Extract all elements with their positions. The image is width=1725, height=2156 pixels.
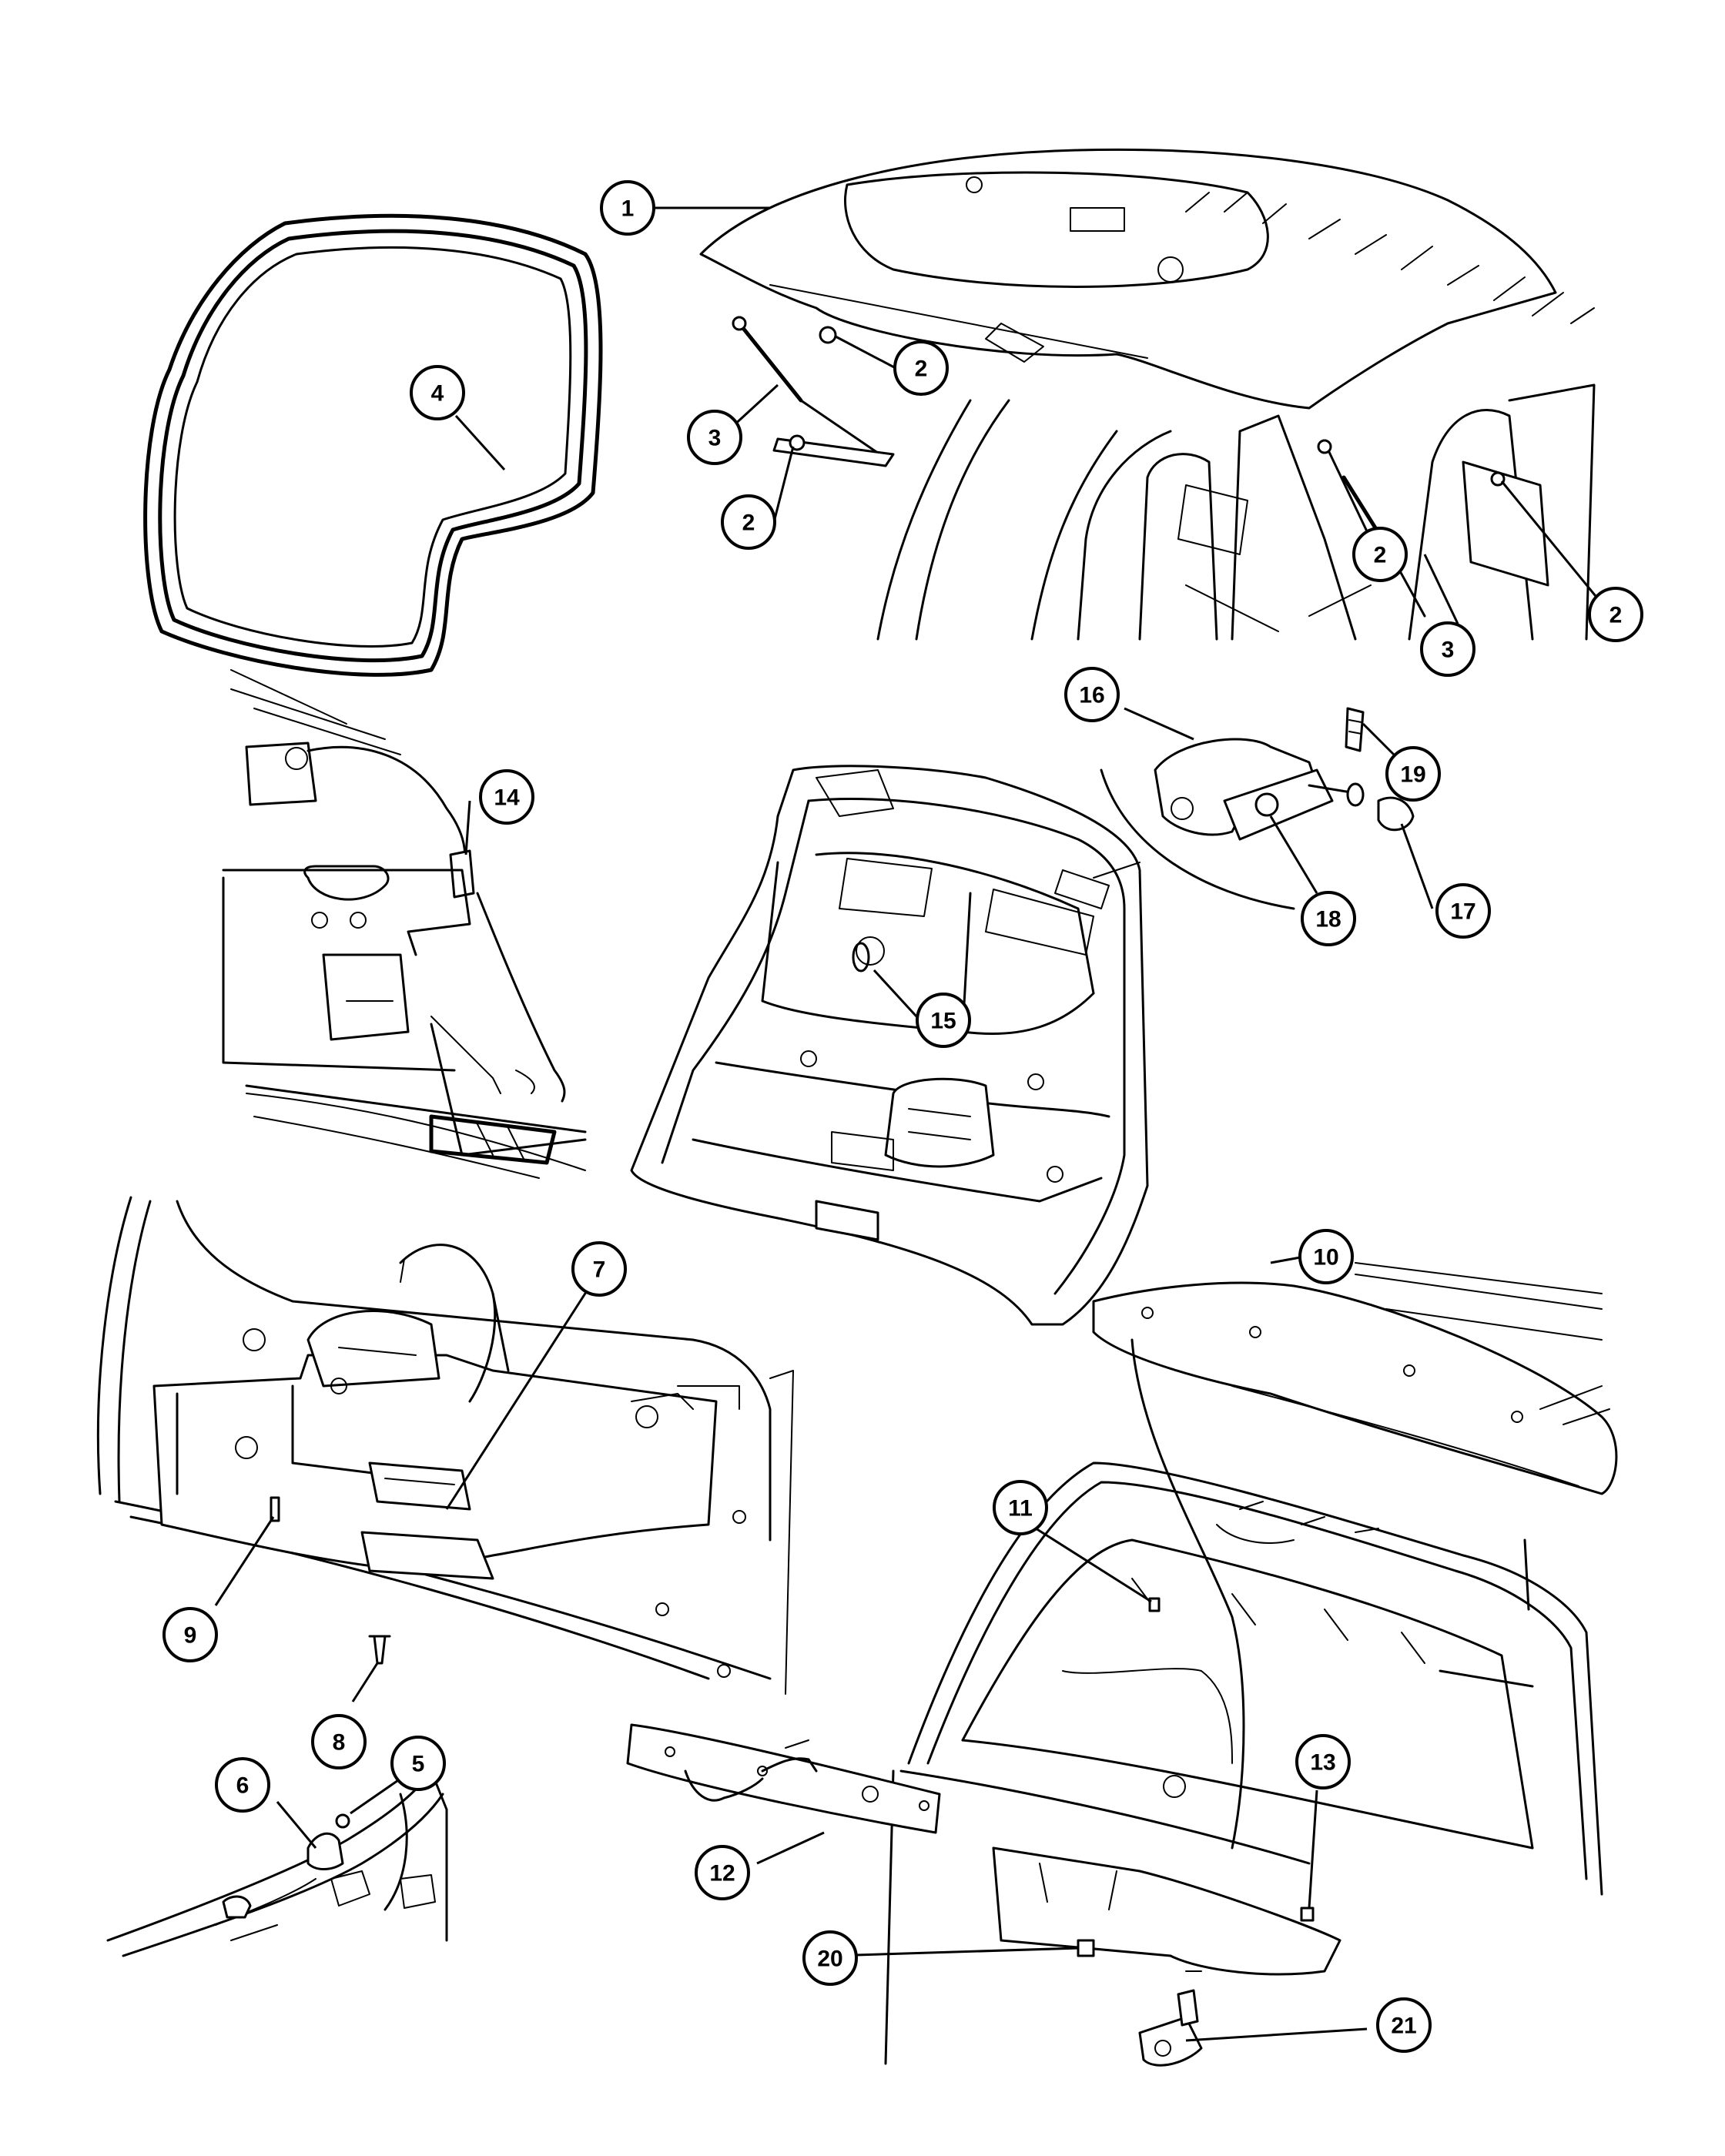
svg-text:7: 7: [593, 1257, 606, 1283]
callout-15: 15: [916, 993, 971, 1048]
bumper-striker-view: [106, 1769, 448, 1957]
callout-20: 20: [802, 1930, 858, 1986]
callout-3: 3: [687, 410, 742, 465]
liftgate-panel-view: [699, 148, 1596, 641]
svg-text:17: 17: [1450, 899, 1475, 925]
callout-13: 13: [1295, 1734, 1351, 1789]
callout-4: 4: [410, 365, 465, 420]
spoiler-rear-view: [626, 1262, 1618, 2067]
callout-7: 7: [571, 1241, 627, 1297]
svg-text:6: 6: [236, 1773, 250, 1799]
svg-text:2: 2: [1374, 543, 1387, 568]
svg-text:2: 2: [915, 357, 928, 382]
callout-2: 2: [1352, 527, 1408, 582]
svg-text:2: 2: [742, 511, 755, 536]
svg-text:5: 5: [412, 1752, 425, 1777]
callout-19: 19: [1385, 746, 1441, 802]
wiring-harness-view: [222, 669, 587, 1179]
liftgate-interior-view: [96, 1196, 794, 1695]
callout-18: 18: [1301, 891, 1356, 946]
hinge-detail: [1100, 707, 1415, 910]
svg-text:14: 14: [494, 785, 520, 811]
svg-text:4: 4: [431, 381, 444, 407]
callout-16: 16: [1064, 667, 1120, 722]
svg-text:16: 16: [1079, 683, 1104, 708]
svg-text:12: 12: [709, 1861, 735, 1886]
svg-text:1: 1: [621, 196, 635, 222]
svg-text:13: 13: [1310, 1750, 1335, 1776]
svg-text:21: 21: [1391, 2014, 1416, 2039]
svg-text:18: 18: [1315, 907, 1341, 932]
callout-1: 1: [600, 180, 655, 236]
callout-6: 6: [215, 1757, 270, 1813]
callout-8: 8: [311, 1714, 367, 1769]
callout-2: 2: [893, 340, 949, 396]
callout-12: 12: [695, 1845, 750, 1900]
svg-text:10: 10: [1313, 1245, 1338, 1270]
liftgate-inner-view: [630, 765, 1149, 1326]
svg-text:8: 8: [333, 1730, 346, 1756]
weatherstrip-seal: [143, 213, 603, 677]
callout-2: 2: [721, 494, 776, 550]
svg-text:3: 3: [1442, 638, 1455, 663]
svg-text:9: 9: [184, 1623, 197, 1649]
svg-text:15: 15: [930, 1009, 956, 1034]
svg-text:11: 11: [1008, 1496, 1033, 1522]
callout-5: 5: [390, 1736, 446, 1791]
svg-text:2: 2: [1609, 603, 1623, 628]
callout-2: 2: [1588, 587, 1643, 642]
callout-11: 11: [993, 1480, 1048, 1535]
callout-10: 10: [1298, 1229, 1354, 1284]
callout-3: 3: [1420, 621, 1475, 677]
svg-text:20: 20: [817, 1947, 842, 1972]
svg-text:3: 3: [708, 426, 722, 451]
callout-21: 21: [1376, 1997, 1432, 2053]
callout-17: 17: [1435, 883, 1491, 939]
callout-9: 9: [162, 1607, 218, 1662]
callout-14: 14: [479, 769, 534, 825]
svg-text:19: 19: [1400, 762, 1425, 788]
